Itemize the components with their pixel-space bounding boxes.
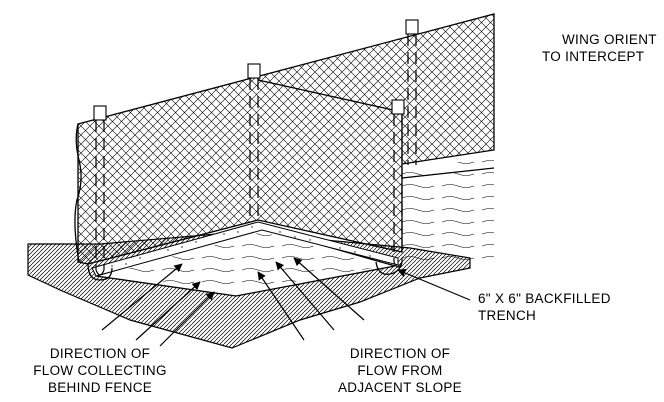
trench-end-right: [375, 261, 403, 275]
slope-flow-arrows: [257, 257, 365, 341]
wing-label-line1: WING ORIENT: [562, 32, 657, 47]
trench-label-line1: 6" X 6" BACKFILLED: [478, 291, 611, 306]
adjacent-slope: [402, 158, 494, 268]
collect-flow-arrows: [101, 263, 215, 347]
slope-label-line2: FLOW FROM: [357, 363, 442, 378]
collect-label-line1: DIRECTION OF: [50, 346, 150, 361]
trench-leader: [397, 269, 471, 301]
collect-label-line3: BEHIND FENCE: [48, 380, 152, 395]
backfilled-trench: [91, 221, 399, 277]
trench-label-line2: TRENCH: [478, 308, 536, 323]
slope-edge: [401, 167, 495, 179]
wing-label-line2: TO INTERCEPT: [542, 49, 644, 64]
fence-post-right: [405, 19, 419, 165]
trench-end-left: [87, 263, 113, 281]
slope-label-line3: ADJACENT SLOPE: [338, 380, 462, 395]
collect-label-line2: FLOW COLLECTING: [33, 363, 167, 378]
slope-label-line1: DIRECTION OF: [350, 346, 450, 361]
trench-stipple: [111, 226, 371, 267]
fence-post-left: [93, 105, 107, 276]
fence-left-edge: [74, 123, 82, 263]
fence-post-center: [247, 63, 261, 222]
